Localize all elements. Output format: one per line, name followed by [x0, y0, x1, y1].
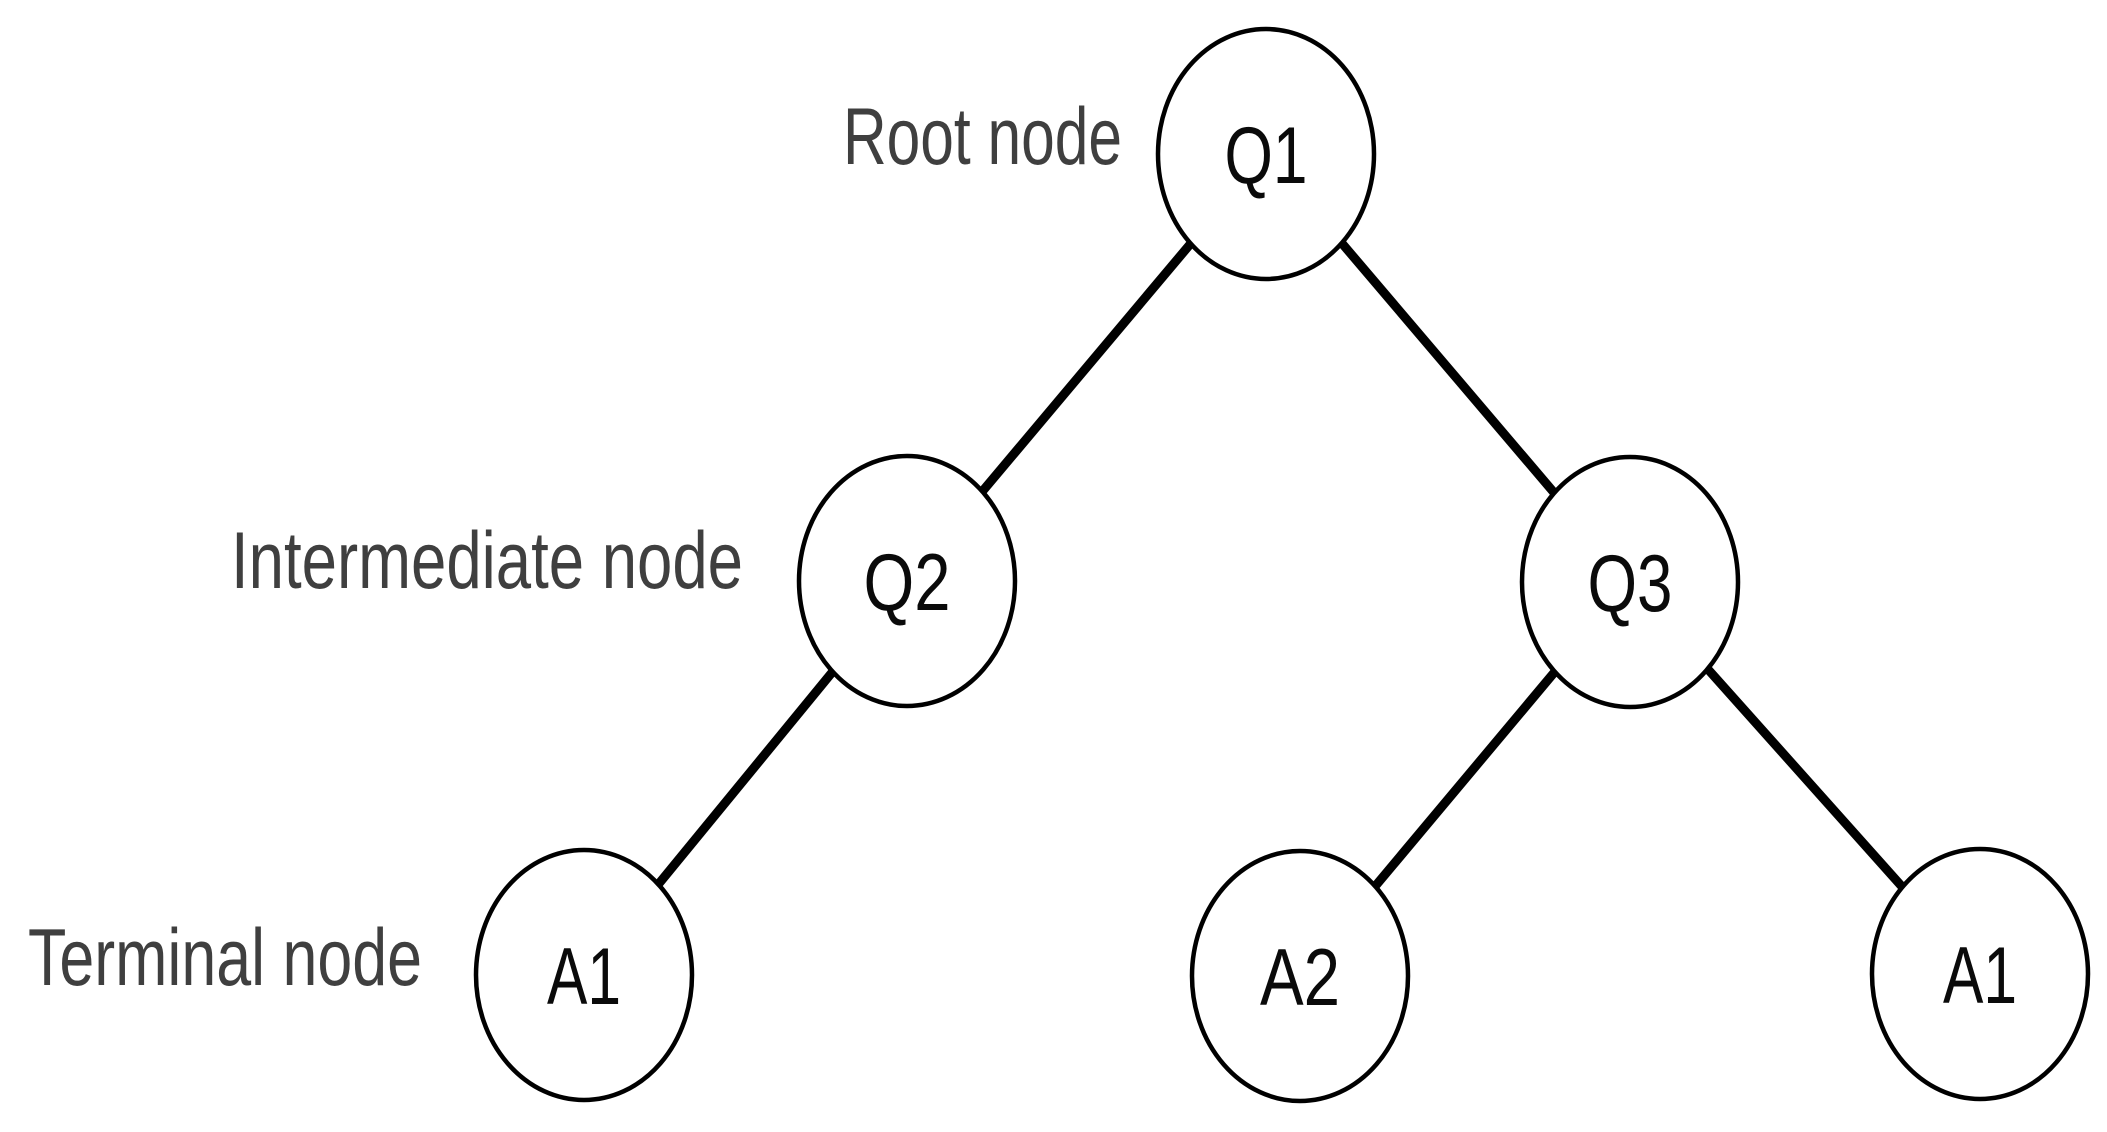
node-a1l-label: A1 [547, 932, 621, 1022]
node-q3-ellipse [1519, 454, 1741, 710]
node-q2-label: Q2 [864, 538, 951, 628]
node-q3-label: Q3 [1588, 539, 1673, 629]
node-a1r-label: A1 [1943, 931, 2017, 1021]
terminal-node-label: Terminal node [28, 913, 422, 1003]
node-a1r-ellipse [1869, 846, 2091, 1102]
node-a2-label: A2 [1260, 933, 1340, 1023]
intermediate-node-label: Intermediate node [231, 516, 743, 606]
node-a2-ellipse [1189, 848, 1411, 1104]
node-a1l-ellipse [473, 847, 695, 1103]
node-q1-label: Q1 [1225, 111, 1308, 201]
node-q1-ellipse [1155, 26, 1377, 282]
node-q2-ellipse [796, 453, 1018, 709]
root-node-label: Root node [843, 92, 1122, 182]
